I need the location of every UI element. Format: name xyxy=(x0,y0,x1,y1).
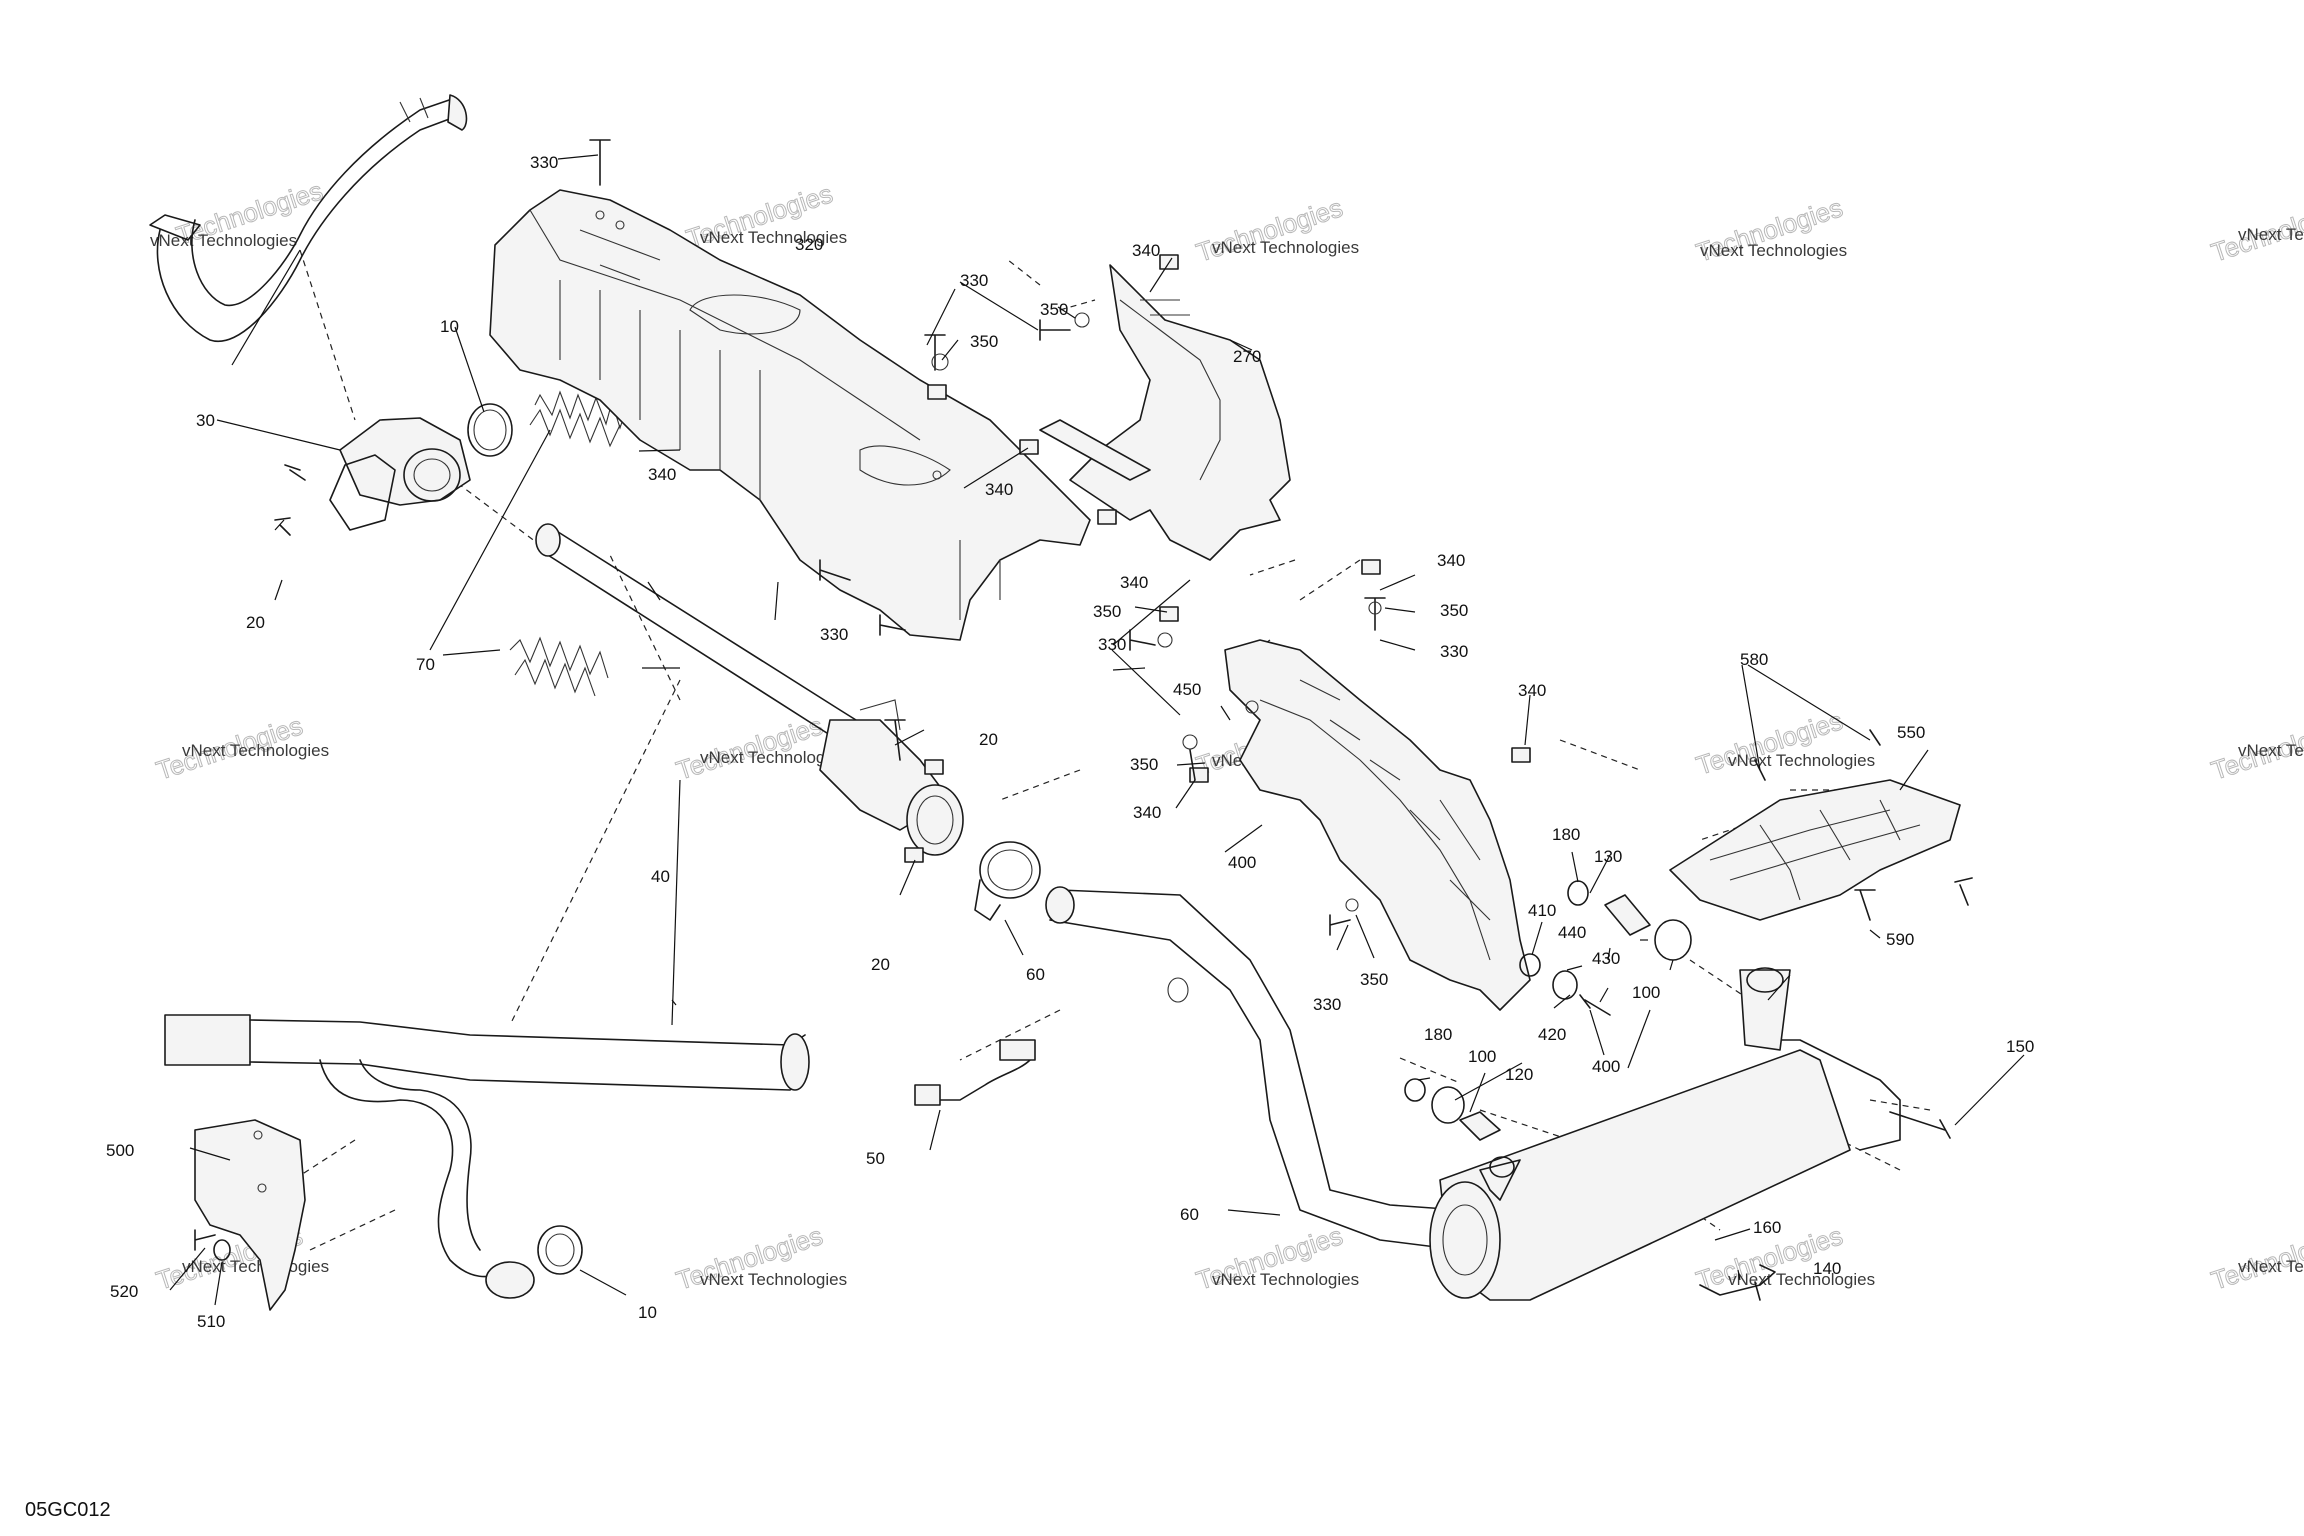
watermark-small: vNext Technologies xyxy=(182,741,329,760)
callout-250: 320 xyxy=(795,235,823,254)
front-exhaust-pipe xyxy=(149,94,468,343)
callout-500: 500 xyxy=(106,1141,134,1160)
callout-20: 20 xyxy=(871,955,890,974)
callout-410: 410 xyxy=(1528,901,1556,920)
callout-450: 450 xyxy=(1173,680,1201,699)
clamp xyxy=(974,841,1041,921)
watermark-small: vNext Technologies xyxy=(2238,225,2304,244)
callout-160: 160 xyxy=(1753,1218,1781,1237)
callout-430: 430 xyxy=(1592,949,1620,968)
callout-130: 130 xyxy=(1594,847,1622,866)
springs xyxy=(509,390,627,697)
callout-330: 340 xyxy=(648,465,676,484)
mid-heat-shield xyxy=(1224,639,1531,1011)
lower-pipe-assembly xyxy=(164,1014,810,1299)
callout-340: 330 xyxy=(820,625,848,644)
callout-100: 100 xyxy=(1632,983,1660,1002)
callout-330: 340 xyxy=(1132,241,1160,260)
watermark-small: vNext Technologies xyxy=(1212,1270,1359,1289)
watermark-small: vNext Technologies xyxy=(1728,751,1875,770)
callout-150: 150 xyxy=(2006,1037,2034,1056)
callout-350: 350 xyxy=(970,332,998,351)
callout-400: 400 xyxy=(1592,1057,1620,1076)
callout-550: 550 xyxy=(1897,723,1925,742)
oxygen-sensor xyxy=(914,1039,1036,1106)
gasket-ring-upper xyxy=(467,403,513,457)
callout-labels: 330 320 10 30 20 70 340 330 350 340 350 … xyxy=(106,153,2034,1331)
callout-580: 580 xyxy=(1740,650,1768,669)
skid-plate xyxy=(1669,779,1961,921)
callout-590: 590 xyxy=(1886,930,1914,949)
watermark-small: vNext Technologies xyxy=(2238,1257,2304,1276)
drawing-number: 05GC012 xyxy=(25,1499,111,1521)
callout-70: 50 xyxy=(866,1149,885,1168)
callout-420: 420 xyxy=(1538,1025,1566,1044)
watermark-small: vNext Technologies xyxy=(150,231,297,250)
muffler xyxy=(1429,967,1901,1301)
callout-350: 350 xyxy=(1440,601,1468,620)
watermark-small: vNext Technologies xyxy=(2238,741,2304,760)
callout-330: 340 xyxy=(1518,681,1546,700)
callout-20: 20 xyxy=(246,613,265,632)
upper-heat-shield xyxy=(489,189,1091,641)
callout-120: 120 xyxy=(1505,1065,1533,1084)
callout-140: 140 xyxy=(1813,1259,1841,1278)
mid-pipe xyxy=(535,523,964,856)
callout-340: 330 xyxy=(960,271,988,290)
watermark-small: vNext Technologies xyxy=(182,1257,329,1276)
fasteners xyxy=(194,139,1973,1301)
callout-350: 350 xyxy=(1130,755,1158,774)
watermark-small: vNext Technologies xyxy=(1212,238,1359,257)
callout-330: 340 xyxy=(1120,573,1148,592)
callout-340: 330 xyxy=(1098,635,1126,654)
exhaust-manifold-flange xyxy=(329,417,471,531)
callout-350: 350 xyxy=(1360,970,1388,989)
callout-340: 330 xyxy=(1313,995,1341,1014)
callout-10: 10 xyxy=(440,317,459,336)
watermark-small: vNext Technologies xyxy=(1700,241,1847,260)
callout-350: 350 xyxy=(1093,602,1121,621)
pipe-heat-shield-lower xyxy=(194,1119,306,1311)
callout-60: 60 xyxy=(1180,1205,1199,1224)
rear-heat-shield-bracket xyxy=(1039,264,1291,561)
callout-20: 20 xyxy=(979,730,998,749)
callout-440: 440 xyxy=(1558,923,1586,942)
callout-350: 350 xyxy=(1040,300,1068,319)
callout-330: 340 xyxy=(985,480,1013,499)
callout-30: 30 xyxy=(196,411,215,430)
callout-180: 180 xyxy=(1424,1025,1452,1044)
watermark-small: vNext Technologies xyxy=(700,1270,847,1289)
rear-exhaust-pipe xyxy=(1045,886,1461,1251)
watermark-small: vNext Technologies xyxy=(700,228,847,247)
callout-340: 330 xyxy=(530,153,558,172)
watermark-small: vNext Technologies xyxy=(700,748,847,767)
callout-340: 330 xyxy=(1440,642,1468,661)
callout-10: 10 xyxy=(638,1303,657,1322)
callout-320: 400 xyxy=(1228,853,1256,872)
callout-40: 40 xyxy=(651,867,670,886)
callout-100: 100 xyxy=(1468,1047,1496,1066)
callout-270: 270 xyxy=(1233,347,1261,366)
watermark-small: vNext Technologies xyxy=(1728,1270,1875,1289)
callout-330: 340 xyxy=(1133,803,1161,822)
callout-330: 340 xyxy=(1437,551,1465,570)
callout-520: 520 xyxy=(110,1282,138,1301)
callout-80: 60 xyxy=(1026,965,1045,984)
callout-50: 70 xyxy=(416,655,435,674)
callout-510: 510 xyxy=(197,1312,225,1331)
callout-180: 180 xyxy=(1552,825,1580,844)
leader-lines xyxy=(169,154,2025,1306)
